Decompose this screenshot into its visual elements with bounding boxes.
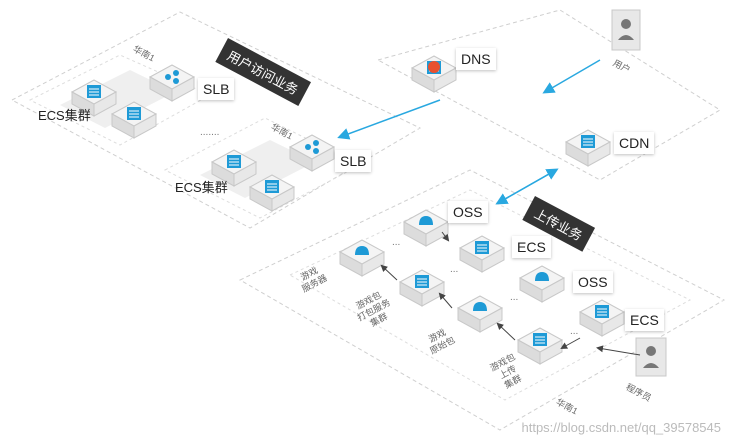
cdn-label: CDN (614, 132, 655, 154)
svg-text:...: ... (450, 264, 458, 275)
svg-text:...: ... (510, 292, 518, 303)
ecs-upload-tile-2 (399, 269, 445, 307)
oss-tile-1 (403, 209, 449, 247)
arrow-dns-to-slb (337, 99, 441, 140)
dns-cdn-group-outline (376, 9, 721, 181)
developer-figure (635, 337, 667, 377)
watermark: https://blog.csdn.net/qq_39578545 (521, 420, 722, 435)
oss-tile-2 (339, 239, 385, 277)
ecs-upload-tile-1 (459, 235, 505, 273)
svg-text:...: ... (392, 237, 400, 248)
oss-label-2: OSS (573, 271, 613, 293)
ecs-upload-tile-4 (517, 327, 563, 365)
oss-tile-4 (457, 295, 503, 333)
slb-label-1: SLB (198, 78, 235, 100)
upload-group-outline (238, 169, 726, 431)
cdn-tile (565, 129, 611, 167)
svg-text:...: ... (570, 326, 578, 337)
ecs-label-1: ECS (512, 236, 551, 258)
ecs-upload-tile-3 (579, 299, 625, 337)
user-access-group-outline (10, 11, 422, 229)
arrow-user-to-dns (542, 59, 601, 94)
oss-label-1: OSS (448, 201, 488, 223)
ecs-cluster-label-2: ECS集群 (175, 180, 228, 195)
ecs-cluster-label-1: ECS集群 (38, 108, 91, 123)
oss-tile-3 (519, 265, 565, 303)
slb-label-2: SLB (335, 150, 372, 172)
ecs-label-2: ECS (625, 309, 664, 331)
dns-label: DNS (456, 48, 496, 70)
svg-text:.......: ....... (200, 127, 219, 138)
arrow-oss-to-cdn (497, 168, 559, 204)
user-figure (611, 9, 641, 51)
